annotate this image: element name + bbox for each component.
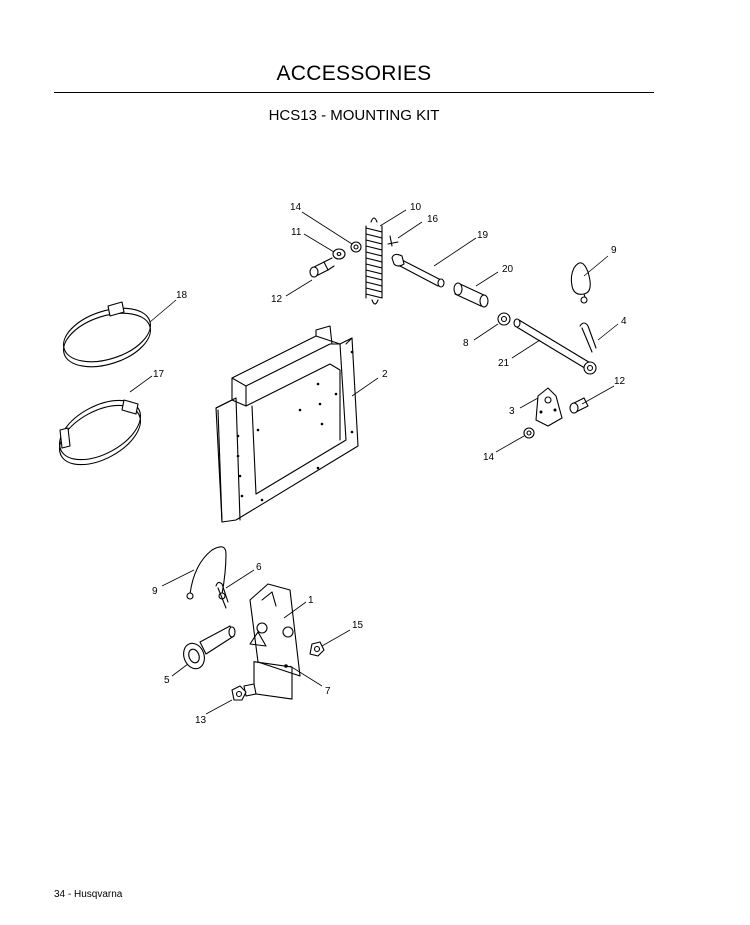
callout-20: 20 [502,264,514,275]
washer-part [332,248,346,260]
mounting-frame-part [215,325,359,523]
callout-5: 5 [164,675,170,686]
callout-17: 17 [153,369,165,380]
clip-pin-part [387,235,399,247]
callout-19: 19 [477,230,489,241]
callout-15: 15 [352,620,364,631]
hitch-plate-part [249,583,301,700]
callout-13: 13 [195,715,207,726]
hairpin-clip-part [579,322,597,353]
callout-10: 10 [410,202,422,213]
long-pin-part [513,318,597,375]
callout-9: 9 [611,245,617,256]
callout-labels: 14 10 16 11 19 12 20 9 18 4 8 21 2 17 12… [152,202,627,726]
callout-11: 11 [291,227,302,238]
lanyard-part-9b [186,546,227,600]
hitch-pin-part [183,625,236,670]
callout-1: 1 [308,595,314,606]
hose-clamp-part-17 [58,399,142,466]
handle-rod-part [391,253,445,288]
page-footer: 34 - Husqvarna [54,889,123,900]
bolt-part [309,257,335,278]
bracket-plate-part [535,387,563,427]
callout-6: 6 [256,562,262,573]
nut-part-15 [309,641,325,657]
callout-7: 7 [325,686,331,697]
nut-part-14b [523,427,535,439]
callout-12b: 12 [614,376,626,387]
callout-8: 8 [463,338,469,349]
callout-18: 18 [176,290,188,301]
title-divider [54,92,654,93]
hairpin-clip-part-6 [215,581,229,609]
page-subtitle: HCS13 - MOUNTING KIT [268,107,440,124]
spring-part [365,217,383,305]
callout-9b: 9 [152,586,158,597]
sleeve-part [453,282,489,308]
bolt-part-13 [231,683,257,701]
callout-12: 12 [271,294,283,305]
leader-lines [129,209,619,715]
lanyard-part [570,262,591,304]
hose-clamp-part-18 [63,301,151,368]
callout-16: 16 [427,214,439,225]
callout-3: 3 [509,406,515,417]
nut-part-8 [497,312,511,326]
callout-14: 14 [290,202,302,213]
callout-14b: 14 [483,452,495,463]
callout-2: 2 [382,369,388,380]
bolt-part-12b [569,397,589,414]
nut-part [350,241,362,253]
page-title: ACCESSORIES [276,62,432,85]
callout-4: 4 [621,316,627,327]
callout-21: 21 [498,358,510,369]
